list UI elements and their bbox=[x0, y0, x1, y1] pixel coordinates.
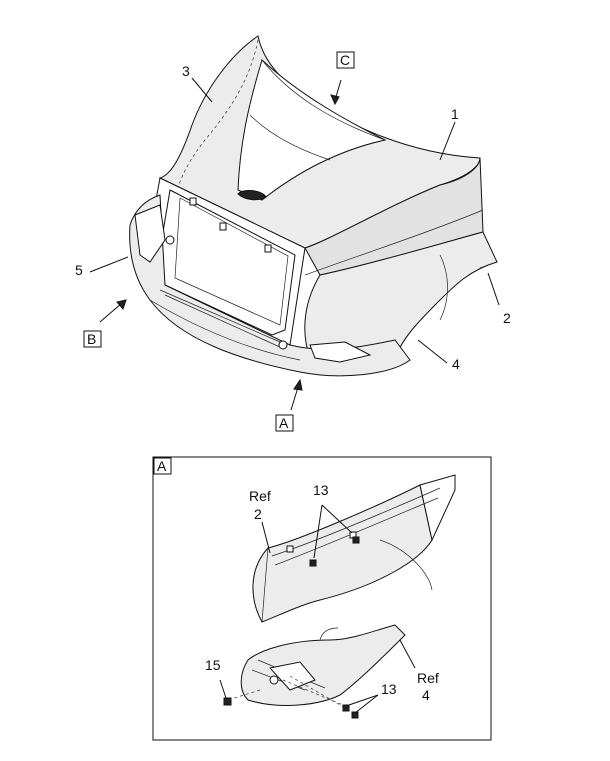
ref-4-number: 4 bbox=[422, 687, 430, 703]
callout-4: 4 bbox=[452, 356, 460, 372]
ref-2-label: Ref bbox=[249, 488, 271, 504]
svg-text:C: C bbox=[340, 52, 350, 68]
ref-4-label: Ref bbox=[417, 670, 439, 686]
detail-a-panel: A bbox=[152, 456, 492, 741]
svg-text:A: A bbox=[279, 415, 289, 431]
callout-3: 3 bbox=[182, 63, 190, 79]
view-marker-c: C bbox=[336, 51, 355, 69]
view-marker-a: A bbox=[275, 414, 294, 432]
view-marker-b: B bbox=[83, 330, 102, 348]
detail-a-title: A bbox=[157, 458, 167, 474]
svg-text:B: B bbox=[87, 331, 96, 347]
callout-2: 2 bbox=[503, 310, 511, 326]
callout-15: 15 bbox=[205, 657, 221, 673]
callout-1: 1 bbox=[451, 106, 459, 122]
callout-5: 5 bbox=[75, 262, 83, 278]
ref-2-number: 2 bbox=[254, 506, 262, 522]
callout-13-bottom: 13 bbox=[381, 681, 397, 697]
callout-13-top: 13 bbox=[313, 482, 329, 498]
hood-assembly-illustration bbox=[89, 35, 500, 411]
